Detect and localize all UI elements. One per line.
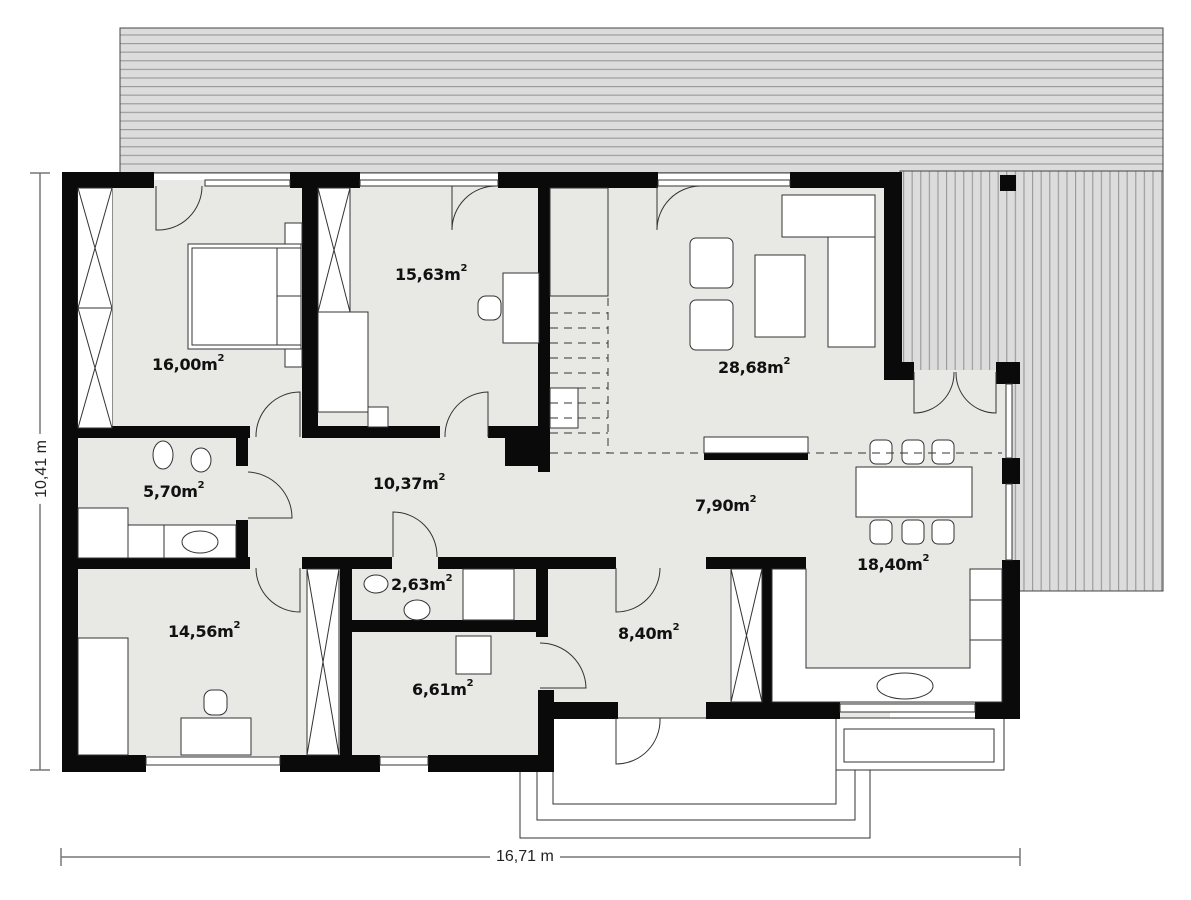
room-label-bedroom: 16,00m2 <box>152 353 225 374</box>
room-label-utility: 6,61m2 <box>412 678 474 699</box>
height-dimension-label: 10,41 m <box>32 434 51 504</box>
wardrobes <box>77 187 763 756</box>
windows <box>145 179 1013 766</box>
room-label-kitchen-dining: 18,40m2 <box>857 553 930 574</box>
porch <box>519 717 1005 839</box>
furniture <box>77 187 1003 756</box>
width-dimension-label: 16,71 m <box>490 848 560 866</box>
doors <box>155 185 997 765</box>
room-label-living-room: 28,68m2 <box>718 356 791 377</box>
dashed-lines <box>550 298 1002 454</box>
room-label-wc: 2,63m2 <box>391 573 453 594</box>
room-label-corridor: 7,90m2 <box>695 494 757 515</box>
room-label-entrance: 8,40m2 <box>618 622 680 643</box>
room-label-bathroom: 5,70m2 <box>143 480 205 501</box>
room-label-room-2: 15,63m2 <box>395 263 468 284</box>
room-label-room-3: 14,56m2 <box>168 620 241 641</box>
walls <box>62 172 1020 772</box>
roof-overhang <box>119 27 1164 174</box>
room-label-hallway: 10,37m2 <box>373 472 446 493</box>
